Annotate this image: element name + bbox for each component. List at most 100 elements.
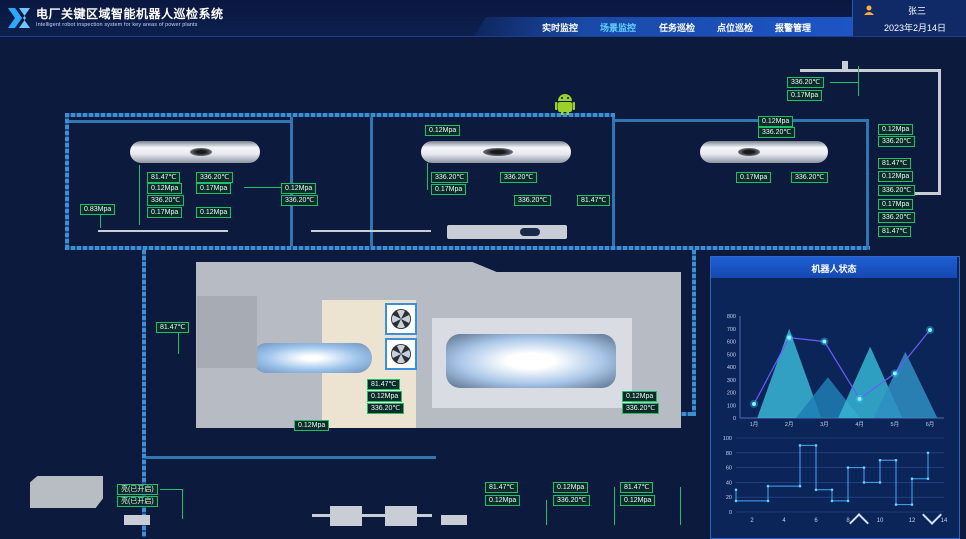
- y-tick-label: 300: [727, 378, 736, 384]
- label-tk1: 0.12Mpa: [758, 116, 794, 127]
- label-r3: 81.47℃: [878, 158, 912, 169]
- label-b7: 81.47℃: [620, 482, 654, 493]
- x-tick-label: 5月: [891, 421, 900, 428]
- label-b8: 0.12Mpa: [620, 495, 656, 506]
- data-point: [766, 499, 770, 503]
- label-v2e: 336.20℃: [514, 195, 552, 206]
- vessel-2: [421, 141, 571, 163]
- user-icon[interactable]: [864, 5, 874, 15]
- fan-icon[interactable]: [385, 303, 417, 335]
- bottom-pump-1: [330, 506, 362, 526]
- x-tick-label: 14: [941, 518, 948, 524]
- label-v1j: 0.83Mpa: [80, 204, 116, 215]
- data-point: [798, 484, 802, 488]
- nav-bar: [474, 17, 852, 36]
- data-point: [752, 401, 756, 406]
- label-b2: 亮(已开启): [117, 496, 158, 507]
- label-r5: 336.20℃: [878, 185, 916, 196]
- x-tick-label: 6月: [926, 421, 935, 428]
- pipe-mid-left: [142, 250, 146, 537]
- app-title: 电厂关键区域智能机器人巡检系统: [36, 7, 224, 21]
- nav-alarm[interactable]: 报警管理: [775, 23, 812, 33]
- generator-core: [446, 334, 616, 388]
- turbine-shaft: [252, 343, 372, 373]
- data-point: [798, 444, 802, 447]
- label-v2f: 81.47℃: [577, 195, 611, 206]
- logo-icon: [8, 8, 30, 28]
- y-tick-label: 800: [727, 314, 736, 320]
- top-right-pipe: [800, 69, 940, 72]
- top-right-valve: [842, 61, 848, 71]
- x-tick-label: 1月: [750, 421, 759, 428]
- x-tick-label: 6: [814, 518, 818, 524]
- top-right-pipe-v: [938, 69, 941, 194]
- nav-task[interactable]: 任务巡检: [659, 23, 696, 33]
- x-tick-label: 2: [750, 518, 754, 524]
- label-m6: 0.12Mpa: [622, 391, 658, 402]
- robot-icon[interactable]: [555, 91, 575, 115]
- pipe-left: [65, 113, 69, 250]
- data-point: [878, 458, 882, 462]
- pipe-div-1: [290, 117, 293, 246]
- label-v1f: 0.17Mpa: [147, 207, 183, 218]
- label-m7: 336.20℃: [622, 403, 660, 414]
- label-v2c: 336.20℃: [500, 172, 538, 183]
- turbine-head: [197, 296, 257, 368]
- fan-icon[interactable]: [385, 338, 417, 370]
- nav-scene[interactable]: 场景监控: [600, 23, 637, 33]
- username[interactable]: 张三: [908, 6, 927, 16]
- bottom-tank: [30, 476, 103, 508]
- data-point: [878, 481, 882, 484]
- data-point: [846, 499, 850, 503]
- label-m2: 81.47℃: [367, 379, 401, 390]
- data-point: [734, 499, 738, 503]
- pipe-right-v: [866, 119, 869, 249]
- bottom-valve-2: [441, 515, 467, 525]
- y-tick-label: 40: [726, 480, 732, 486]
- data-point: [734, 488, 738, 492]
- component-line-2: [311, 230, 431, 232]
- label-m5: 0.12Mpa: [294, 420, 330, 431]
- label-v1e: 336.20℃: [147, 195, 185, 206]
- data-point: [894, 503, 898, 506]
- y-tick-label: 500: [727, 352, 736, 358]
- nav-realtime[interactable]: 实时监控: [542, 23, 579, 33]
- label-r2: 336.20℃: [878, 136, 916, 147]
- data-point: [814, 488, 818, 492]
- label-m3: 0.12Mpa: [367, 391, 403, 402]
- label-v1d: 0.17Mpa: [196, 183, 232, 194]
- bottom-valve-1: [124, 515, 150, 525]
- label-v2a: 0.12Mpa: [425, 125, 461, 136]
- label-b3: 81.47℃: [485, 482, 519, 493]
- label-b6: 336.20℃: [553, 495, 591, 506]
- y-tick-label: 700: [727, 327, 736, 333]
- data-point: [814, 444, 818, 447]
- data-point: [910, 503, 914, 506]
- nav-point[interactable]: 点位巡检: [717, 23, 754, 33]
- data-point: [892, 371, 897, 376]
- pipe-mid-bottom: [146, 456, 436, 459]
- pipe-right-top: [612, 119, 868, 122]
- data-point: [862, 466, 866, 469]
- y-tick-label: 100: [727, 403, 736, 409]
- area-peak: [873, 351, 938, 418]
- label-v3a: 0.17Mpa: [736, 172, 772, 183]
- data-point: [830, 499, 834, 503]
- label-r1: 0.12Mpa: [878, 124, 914, 135]
- y-tick-label: 100: [723, 436, 732, 442]
- panel-title: 机器人状态: [811, 264, 857, 274]
- user-box: [852, 0, 966, 36]
- label-b4: 0.12Mpa: [485, 495, 521, 506]
- bottom-pump-2: [385, 506, 417, 526]
- y-tick-label: 20: [726, 495, 732, 501]
- x-tick-label: 4: [782, 518, 786, 524]
- x-tick-label: 12: [909, 518, 916, 524]
- x-tick-label: 10: [877, 518, 884, 524]
- y-tick-label: 0: [729, 510, 732, 516]
- label-r4: 0.12Mpa: [878, 171, 914, 182]
- data-point: [862, 481, 866, 484]
- x-tick-label: 4月: [855, 421, 864, 428]
- pipe-div-3: [612, 117, 615, 246]
- y-tick-label: 60: [726, 466, 732, 472]
- label-b5: 0.12Mpa: [553, 482, 589, 493]
